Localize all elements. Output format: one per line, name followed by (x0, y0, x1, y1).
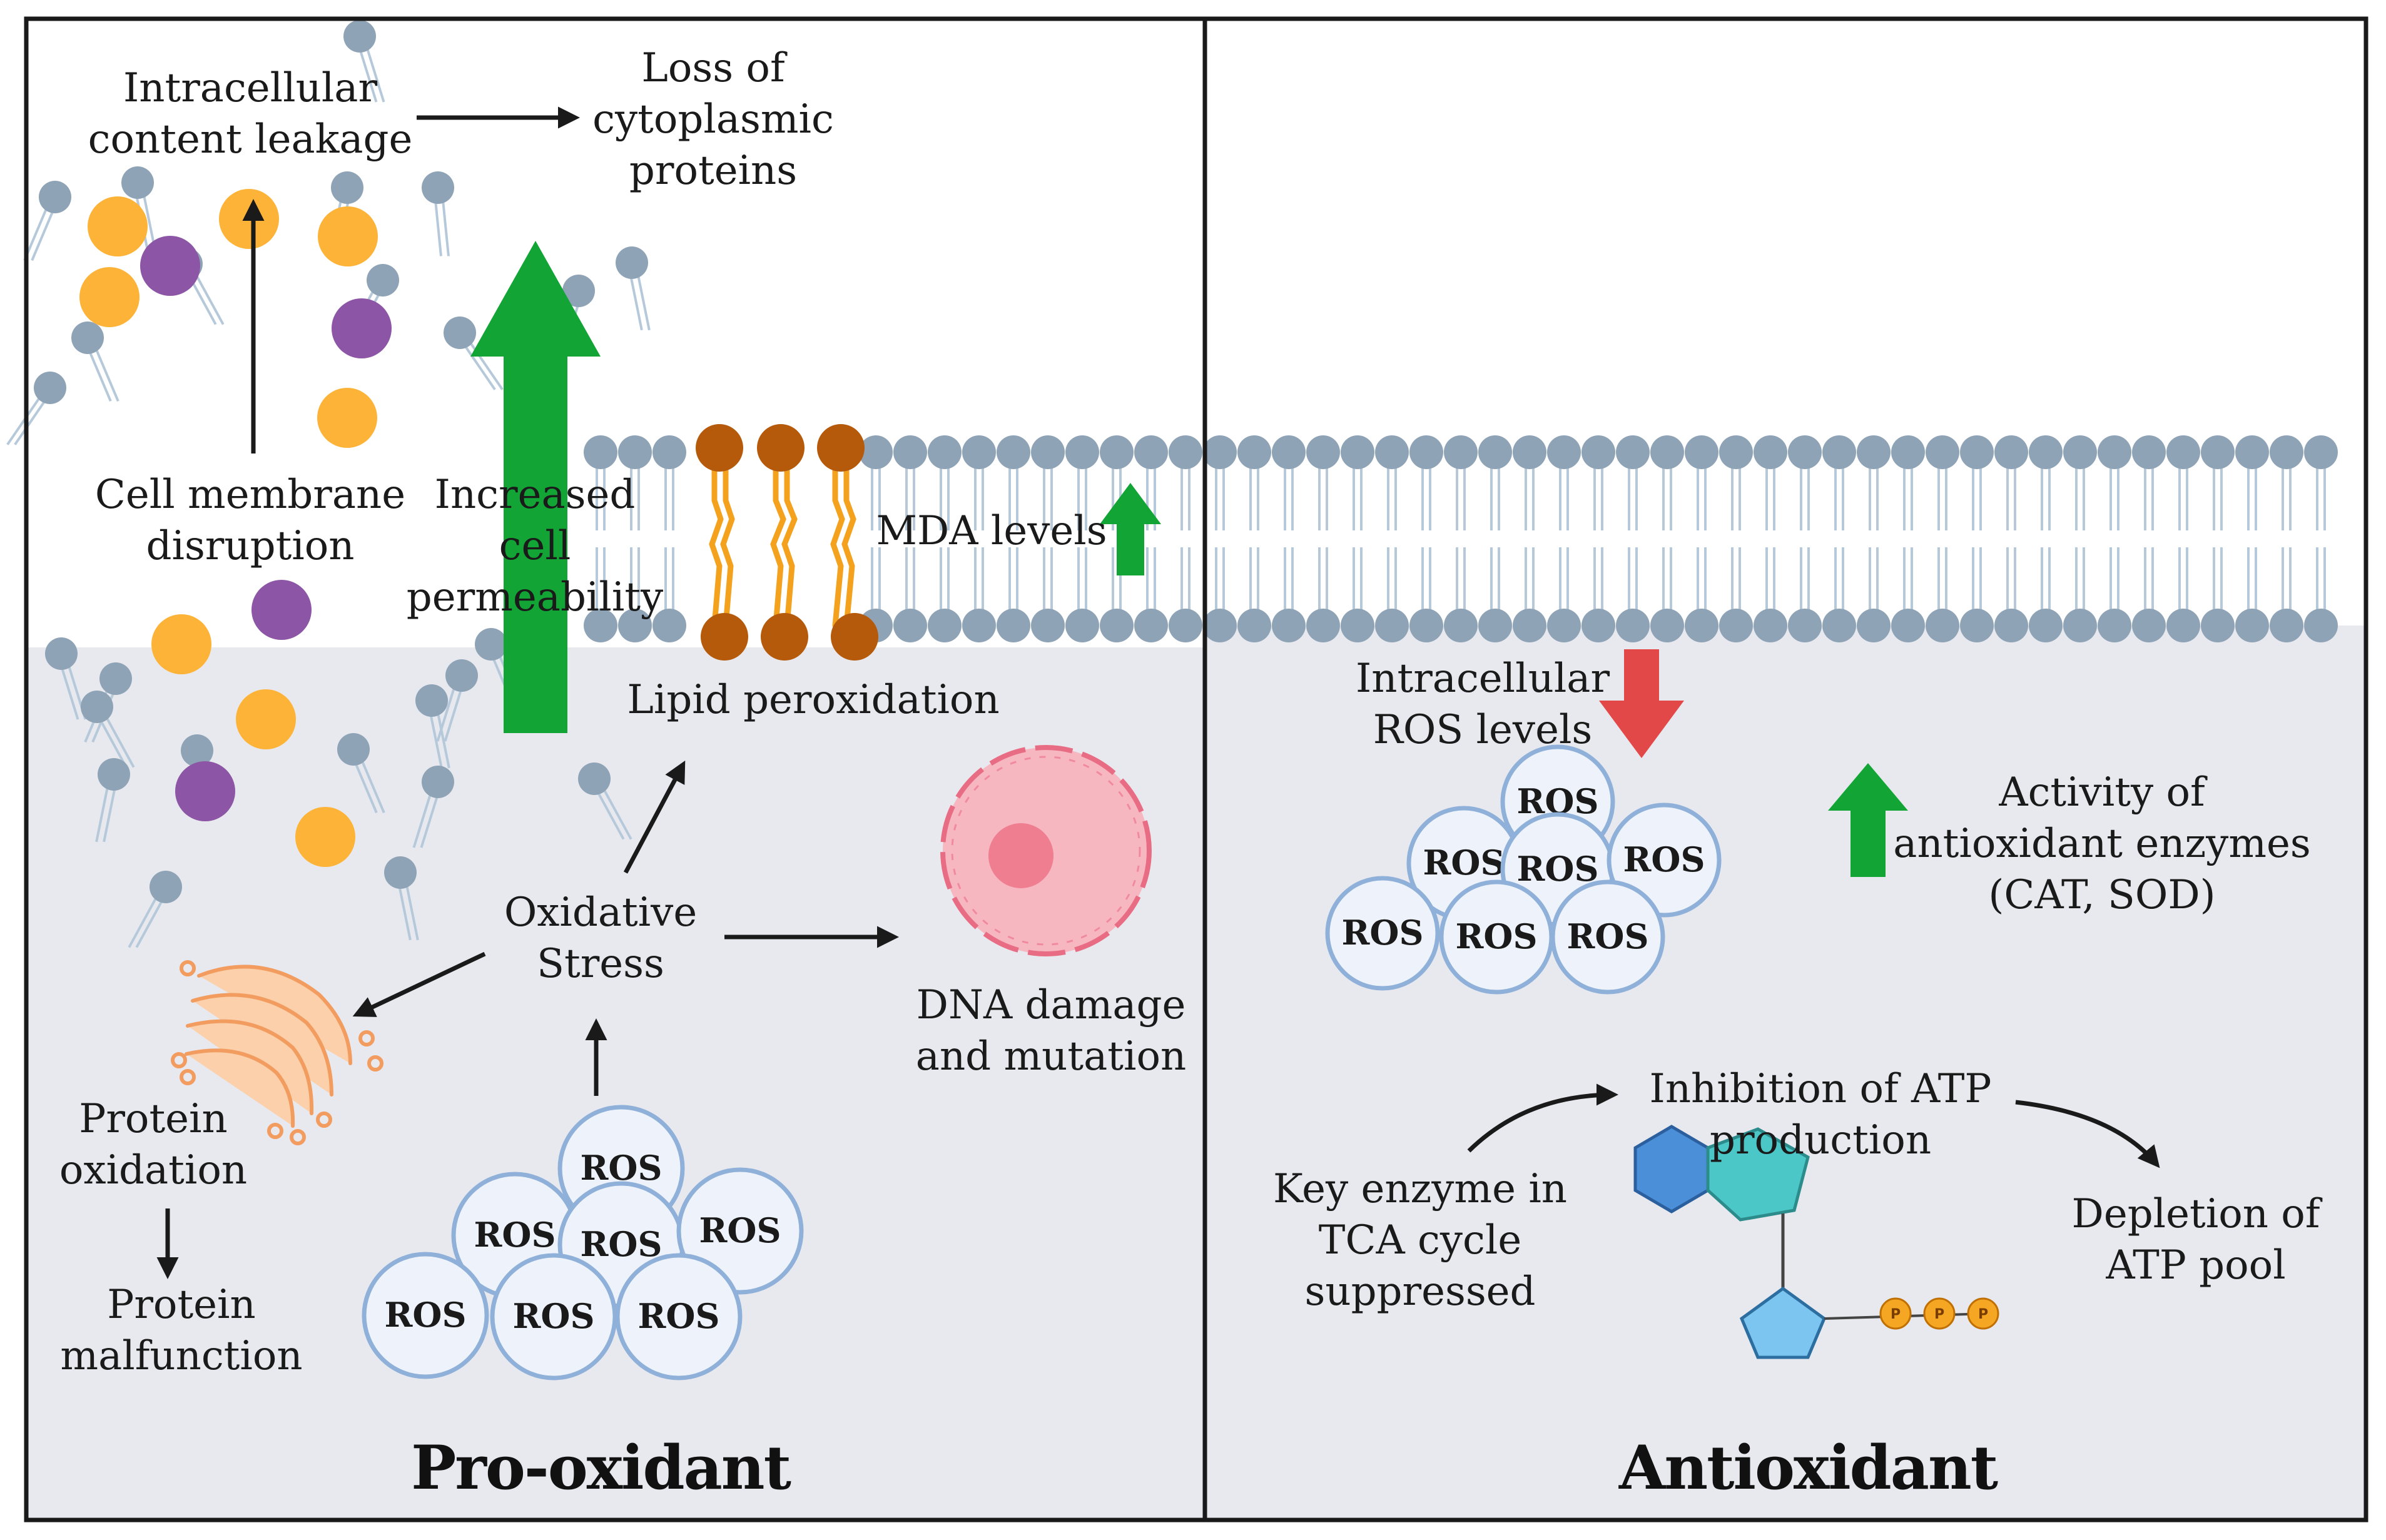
increased-permeability-label: Increased cell permeability (406, 472, 664, 621)
cell-membrane-disruption-label: Cell membrane disruption (94, 472, 406, 569)
ros-label: ROS (1517, 849, 1599, 889)
arrow-stress-to-protein (352, 951, 486, 1017)
membrane-heads (584, 435, 2338, 642)
ros-label: ROS (1423, 843, 1505, 883)
inhibition-atp-label: Inhibition of ATP production (1649, 1066, 1992, 1163)
antioxidant-enzymes-label: Activity of antioxidant enzymes (CAT, SO… (1893, 769, 2311, 918)
depletion-atp-label: Depletion of ATP pool (2071, 1191, 2320, 1289)
arrow-stress-to-lipid (623, 760, 686, 874)
antioxidant-title: Antioxidant (1618, 1432, 1998, 1503)
dna-damage-label: DNA damage and mutation (915, 982, 1187, 1080)
oxidative-stress-label: Oxidative Stress (504, 889, 698, 987)
ros-label: ROS (1623, 839, 1705, 879)
increased-permeability-arrow (470, 241, 601, 733)
right-cytoplasm (1205, 626, 2365, 1519)
ros-label: ROS (1567, 916, 1649, 956)
ros-label: ROS (385, 1295, 467, 1335)
phosphate-label: P (1934, 1307, 1944, 1322)
ros-label: ROS (1456, 916, 1538, 956)
outer-frame (24, 16, 2368, 1522)
lipid-peroxidation-label: Lipid peroxidation (627, 677, 1000, 723)
mda-levels-label: MDA levels (876, 508, 1107, 554)
ros-label: ROS (699, 1210, 781, 1250)
key-enzyme-tca-label: Key enzyme in TCA cycle suppressed (1272, 1166, 1568, 1315)
ros-decrease-arrow (1599, 649, 1684, 758)
membrane-tails (596, 468, 2326, 610)
phosphate-label: P (1891, 1307, 1901, 1322)
scattered-lipids (6, 20, 651, 948)
protein-malfunction-label: Protein malfunction (60, 1282, 303, 1379)
arrow-tca-to-atp (1467, 1083, 1618, 1153)
atp-molecule-icon: P P P (1633, 1125, 1999, 1359)
enzyme-increase-arrow (1828, 763, 1908, 877)
ros-label: ROS (581, 1148, 662, 1188)
phosphate-label: P (1978, 1307, 1988, 1322)
ros-label: ROS (1342, 913, 1424, 953)
arrow-atp-to-depletion (2015, 1100, 2160, 1168)
ros-label: ROS (638, 1296, 720, 1336)
intracellular-ros-label: Intracellular ROS levels (1355, 656, 1610, 753)
ros-label: ROS (513, 1296, 595, 1336)
peroxidized-lipids (696, 424, 878, 661)
ros-label: ROS (474, 1215, 556, 1255)
intracellular-leakage-label: Intracellular content leakage (88, 65, 413, 163)
ros-label: ROS (581, 1224, 662, 1264)
pro-oxidant-title: Pro-oxidant (411, 1432, 791, 1503)
mda-increase-arrow (1100, 483, 1161, 575)
loss-cytoplasmic-label: Loss of cytoplasmic proteins (592, 45, 834, 194)
dna-nucleus-icon (940, 745, 1152, 956)
protein-oxidation-label: Protein oxidation (59, 1096, 248, 1193)
golgi-icon (171, 960, 383, 1145)
